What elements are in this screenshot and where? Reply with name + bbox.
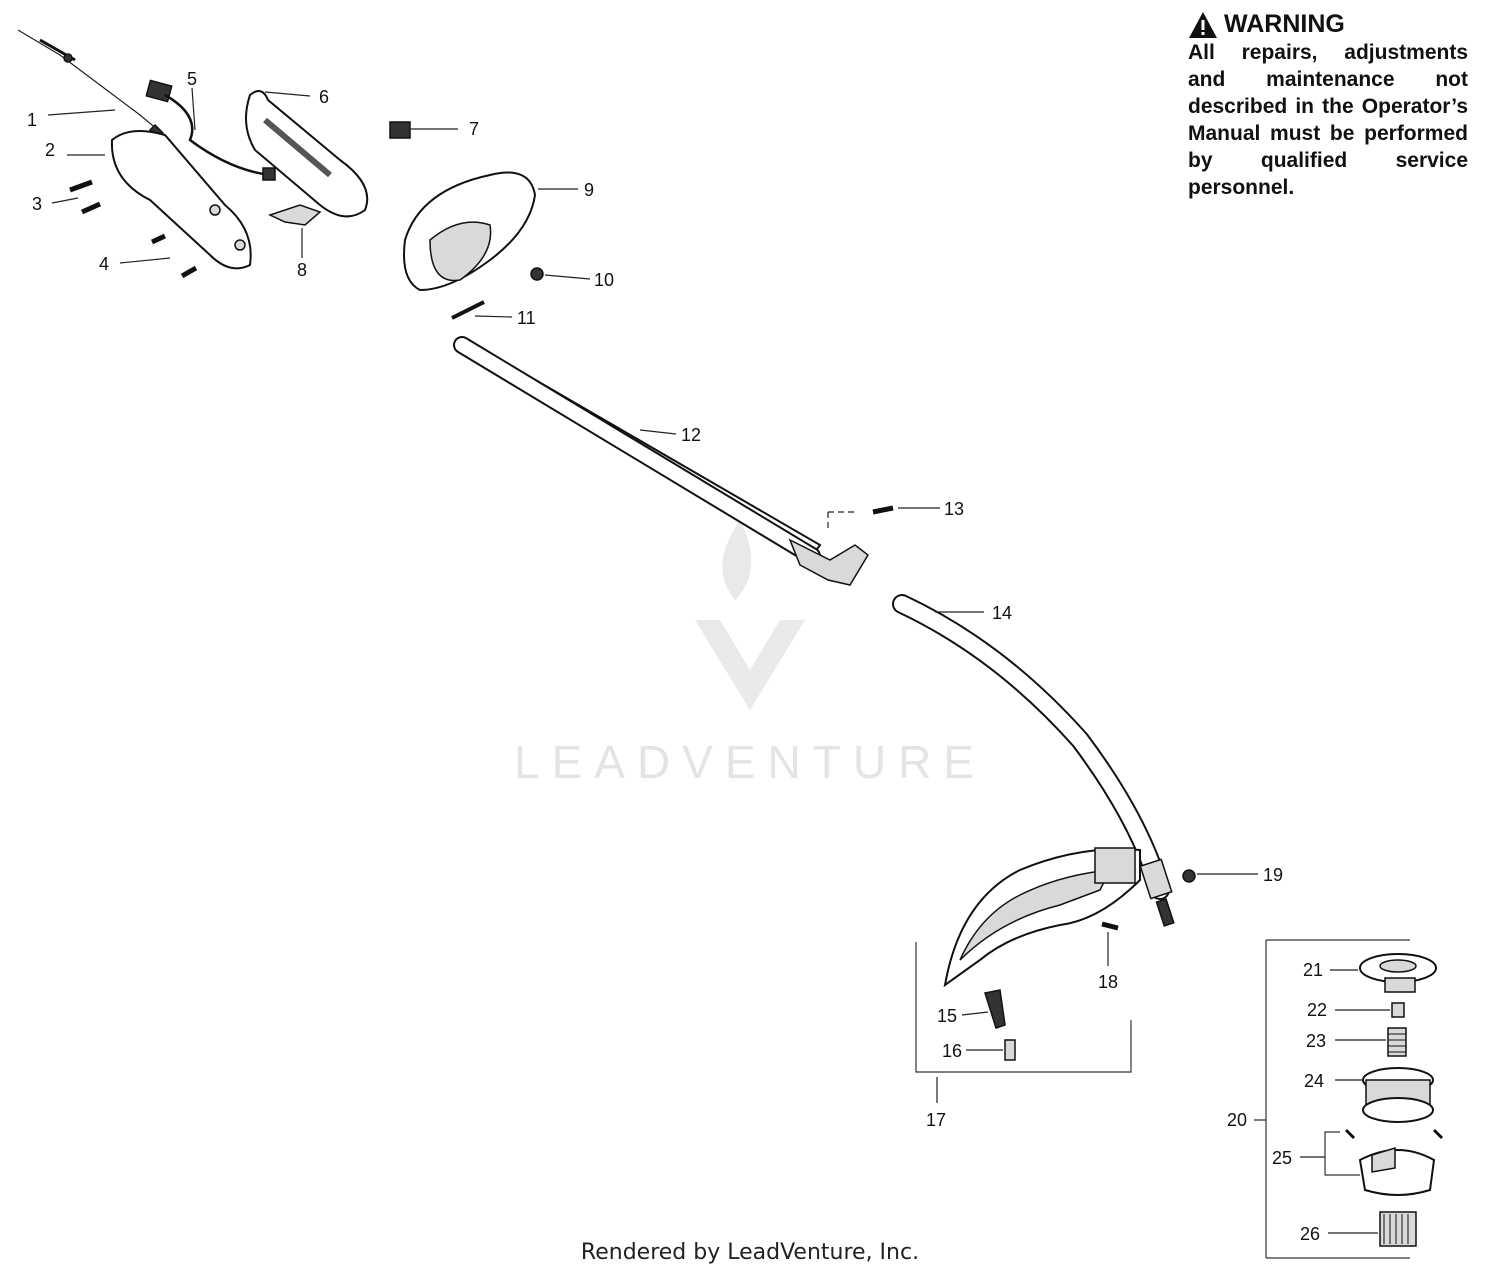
callout-4: 4 <box>99 254 109 274</box>
blade-screw <box>1004 1039 1016 1061</box>
front-handle <box>403 171 537 292</box>
callout-9: 9 <box>584 180 594 200</box>
trimmer-head-eyelet <box>1391 1002 1405 1018</box>
warning-body: All repairs, adjustments and maintenance… <box>1188 41 1468 199</box>
callout-8: 8 <box>297 260 307 280</box>
debris-shield <box>943 847 1141 988</box>
coupler-screw <box>827 505 894 528</box>
trimmer-head-knob <box>1379 1211 1417 1247</box>
callout-12: 12 <box>681 425 701 445</box>
watermark-text: LEADVENTURE <box>514 736 986 788</box>
callout-20: 20 <box>1227 1110 1247 1130</box>
callout-14: 14 <box>992 603 1012 623</box>
warning-title-text: WARNING <box>1224 10 1345 38</box>
handle-nut <box>530 267 544 281</box>
line-cutter-blade <box>984 989 1006 1029</box>
callout-7: 7 <box>469 119 479 139</box>
upper-shaft <box>453 336 869 586</box>
handle-bolt <box>451 300 485 320</box>
wire-harness <box>145 79 276 181</box>
callout-11: 11 <box>517 308 536 328</box>
trimmer-head-housing <box>1344 1128 1444 1196</box>
callout-26: 26 <box>1300 1224 1320 1244</box>
bracket-25 <box>1324 1131 1360 1176</box>
callout-10: 10 <box>594 270 614 290</box>
bracket-17 <box>915 942 1132 1073</box>
callout-23: 23 <box>1306 1031 1326 1051</box>
throttle-cable <box>17 29 171 141</box>
callout-1: 1 <box>27 110 37 130</box>
throttle-trigger <box>267 204 322 226</box>
callout-13: 13 <box>944 499 964 519</box>
watermark-logo-icon <box>695 520 805 710</box>
screw-pair-3 <box>69 179 102 215</box>
warning-triangle-icon <box>1189 11 1217 38</box>
leader-lines <box>47 87 1390 1234</box>
bracket-20 <box>1265 939 1410 1259</box>
callout-16: 16 <box>942 1041 962 1061</box>
callout-6: 6 <box>319 87 329 107</box>
trimmer-line-spool <box>1362 1067 1434 1123</box>
footer-credit: Rendered by LeadVenture, Inc. <box>580 1240 920 1265</box>
shaft-screw <box>1182 869 1196 883</box>
trimmer-head-cover <box>1359 953 1437 993</box>
callout-5: 5 <box>187 69 197 89</box>
shield-screw <box>1101 921 1119 931</box>
stop-switch <box>389 121 411 139</box>
warning-title: WARNING <box>1188 10 1468 39</box>
callout-21: 21 <box>1303 960 1323 980</box>
callout-22: 22 <box>1307 1000 1327 1020</box>
screw-pair-4 <box>150 233 198 279</box>
callout-18: 18 <box>1098 972 1118 992</box>
handle-housing-left <box>110 130 252 270</box>
callout-15: 15 <box>937 1006 957 1026</box>
callout-19: 19 <box>1263 865 1283 885</box>
warning-box: WARNING All repairs, adjustments and mai… <box>1188 10 1468 201</box>
callout-17: 17 <box>926 1110 946 1130</box>
callout-25: 25 <box>1272 1148 1292 1168</box>
callout-24: 24 <box>1304 1071 1324 1091</box>
handle-housing-right <box>245 90 369 218</box>
trimmer-head-spring <box>1387 1027 1407 1057</box>
callout-3: 3 <box>32 194 42 214</box>
lower-shaft <box>892 594 1175 927</box>
callout-2: 2 <box>45 140 55 160</box>
